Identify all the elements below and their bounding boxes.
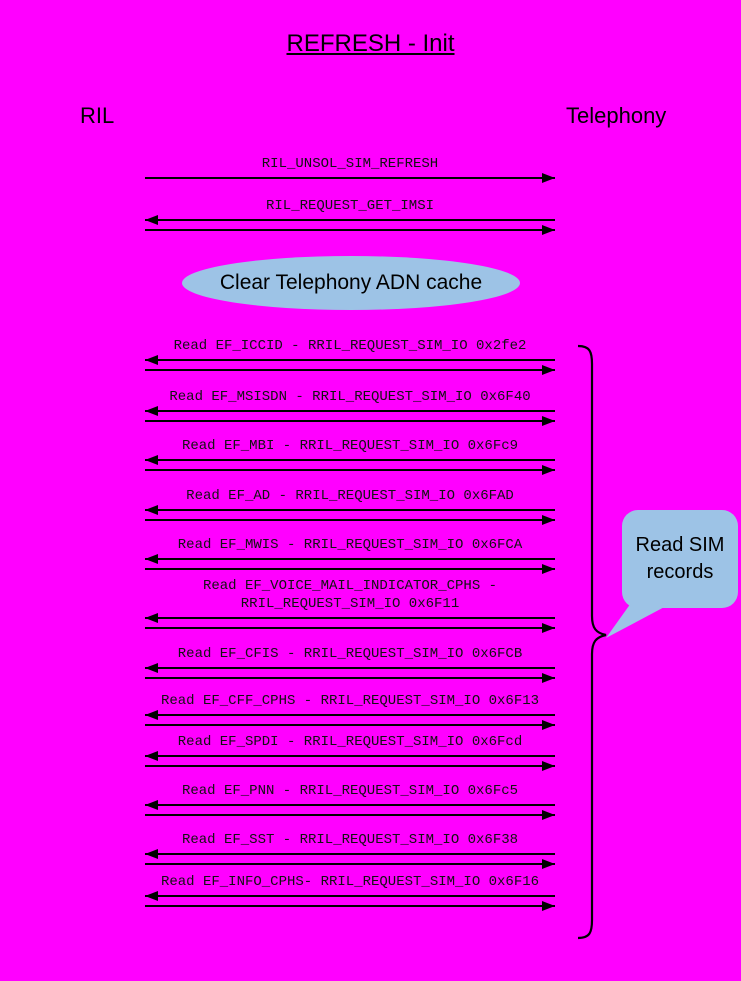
arrow-left [145,455,555,465]
message-read-ef-info-cphs: Read EF_INFO_CPHS- RRIL_REQUEST_SIM_IO 0… [145,873,555,911]
message-read-ef-msisdn: Read EF_MSISDN - RRIL_REQUEST_SIM_IO 0x6… [145,388,555,426]
message-read-ef-spdi: Read EF_SPDI - RRIL_REQUEST_SIM_IO 0x6Fc… [145,733,555,771]
message-unsol-sim-refresh: RIL_UNSOL_SIM_REFRESH [145,155,555,183]
page-title: REFRESH - Init [286,30,455,57]
arrow-left [145,800,555,810]
message-label: Read EF_CFF_CPHS - RRIL_REQUEST_SIM_IO 0… [160,693,540,709]
message-label: RIL_REQUEST_GET_IMSI [265,198,435,214]
arrow-left [145,891,555,901]
arrow-left [145,751,555,761]
message-label: Read EF_SST - RRIL_REQUEST_SIM_IO 0x6F38 [181,832,519,848]
message-read-ef-mbi: Read EF_MBI - RRIL_REQUEST_SIM_IO 0x6Fc9 [145,437,555,475]
arrow-right [145,761,555,771]
message-label: Read EF_MSISDN - RRIL_REQUEST_SIM_IO 0x6… [169,389,531,405]
arrow-right [145,365,555,375]
arrow-right [145,810,555,820]
arrow-right [145,465,555,475]
actor-telephony: Telephony [566,103,667,128]
message-read-ef-ad: Read EF_AD - RRIL_REQUEST_SIM_IO 0x6FAD [145,487,555,525]
note-clear-adn-cache: Clear Telephony ADN cache [182,256,520,310]
arrow-right [145,623,555,633]
arrow-left [145,849,555,859]
arrow-right [145,859,555,869]
arrow-right [145,416,555,426]
message-read-ef-sst: Read EF_SST - RRIL_REQUEST_SIM_IO 0x6F38 [145,831,555,869]
actor-ril: RIL [80,103,115,128]
message-read-ef-mwis: Read EF_MWIS - RRIL_REQUEST_SIM_IO 0x6FC… [145,536,555,574]
message-request-get-imsi: RIL_REQUEST_GET_IMSI [145,197,555,235]
message-label: Read EF_PNN - RRIL_REQUEST_SIM_IO 0x6Fc5 [181,783,519,799]
arrow-left [145,613,555,623]
message-read-ef-cff-cphs: Read EF_CFF_CPHS - RRIL_REQUEST_SIM_IO 0… [145,692,555,730]
arrow-left [145,663,555,673]
message-label: Read EF_VOICE_MAIL_INDICATOR_CPHS - RRIL… [202,578,498,612]
arrow-left [145,355,555,365]
message-read-ef-voice-mail-indicator-cphs: Read EF_VOICE_MAIL_INDICATOR_CPHS - RRIL… [145,577,555,633]
callout-read-sim-records: Read SIM records [622,510,738,608]
arrow-right [145,515,555,525]
message-label: Read EF_AD - RRIL_REQUEST_SIM_IO 0x6FAD [186,488,514,504]
message-label: Read EF_MWIS - RRIL_REQUEST_SIM_IO 0x6FC… [177,537,523,553]
message-label: Read EF_INFO_CPHS- RRIL_REQUEST_SIM_IO 0… [160,874,540,890]
message-label: Read EF_MBI - RRIL_REQUEST_SIM_IO 0x6Fc9 [181,438,519,454]
arrow-left [145,554,555,564]
message-label: RIL_UNSOL_SIM_REFRESH [261,156,439,172]
arrow-right [145,901,555,911]
message-label: Read EF_SPDI - RRIL_REQUEST_SIM_IO 0x6Fc… [177,734,523,750]
arrow-left [145,406,555,416]
message-label: Read EF_ICCID - RRIL_REQUEST_SIM_IO 0x2f… [173,338,527,354]
arrow-left [145,505,555,515]
message-read-ef-cfis: Read EF_CFIS - RRIL_REQUEST_SIM_IO 0x6FC… [145,645,555,683]
arrow-right [145,564,555,574]
message-label: Read EF_CFIS - RRIL_REQUEST_SIM_IO 0x6FC… [177,646,523,662]
arrow-right [145,225,555,235]
arrow-left [145,215,555,225]
arrow-right [145,173,555,183]
message-read-ef-iccid: Read EF_ICCID - RRIL_REQUEST_SIM_IO 0x2f… [145,337,555,375]
arrow-right [145,673,555,683]
message-read-ef-pnn: Read EF_PNN - RRIL_REQUEST_SIM_IO 0x6Fc5 [145,782,555,820]
arrow-left [145,710,555,720]
arrow-right [145,720,555,730]
curly-brace [577,344,607,940]
